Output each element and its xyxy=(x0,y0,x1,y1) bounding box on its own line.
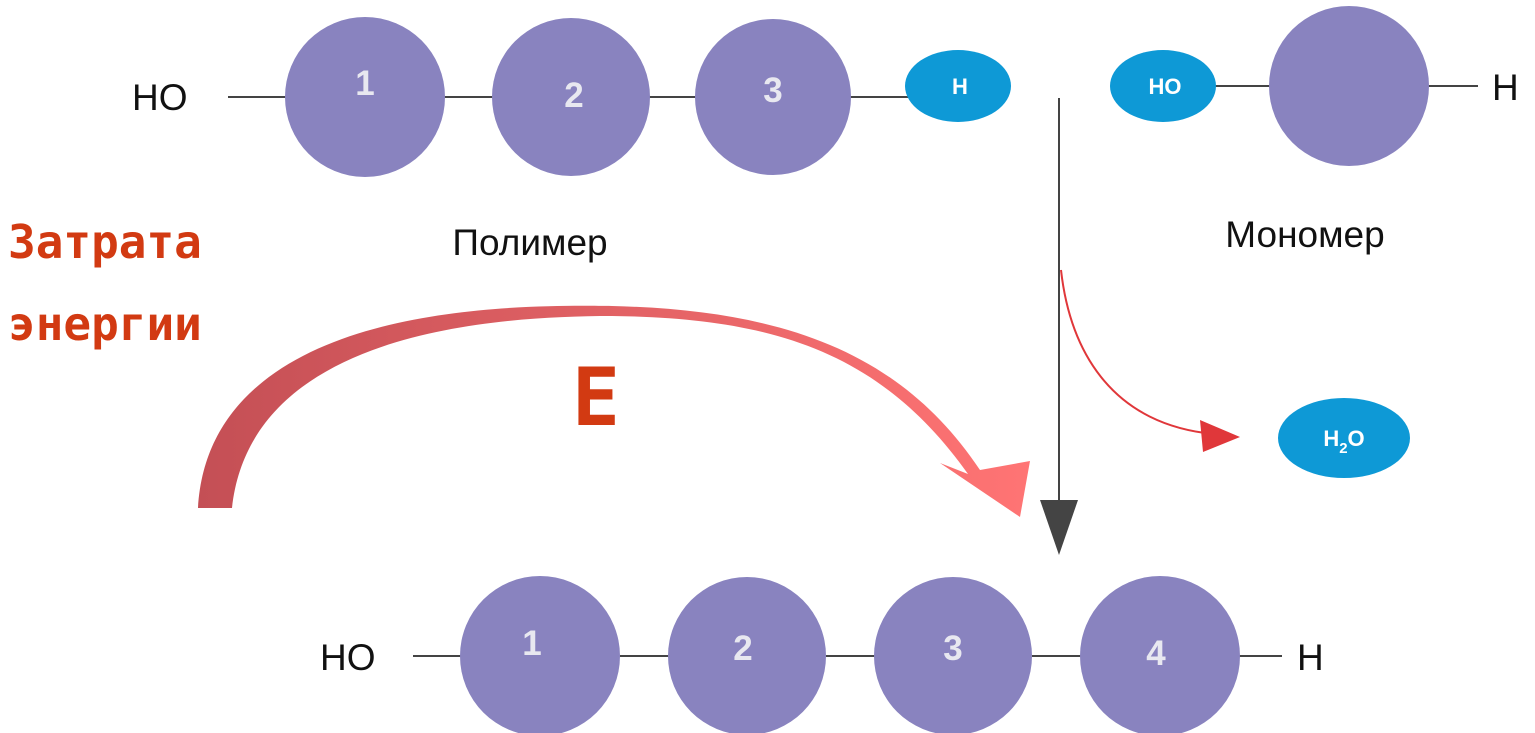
water-o: O xyxy=(1348,426,1365,451)
polymer-label: Полимер xyxy=(452,222,607,263)
monomer-circle xyxy=(460,576,620,733)
energy-title-line1: Затрата xyxy=(8,215,202,269)
water-molecule xyxy=(1278,398,1410,478)
polymer-left-end: HO xyxy=(132,77,188,118)
monomer-circle xyxy=(285,17,445,177)
monomer-number: 4 xyxy=(1146,634,1166,673)
monomer-number: 2 xyxy=(564,76,583,115)
monomer-circle xyxy=(492,18,650,176)
monomer-number: 2 xyxy=(733,629,752,668)
h-group xyxy=(905,50,1011,122)
monomer-circle xyxy=(874,577,1032,733)
water-label: H2O xyxy=(1323,426,1364,457)
free-monomer: HO H xyxy=(1110,6,1519,166)
water-sub: 2 xyxy=(1339,440,1347,457)
h-group-label: H xyxy=(952,74,968,99)
product-right-end: H xyxy=(1297,637,1324,678)
monomer-number: 1 xyxy=(522,624,541,663)
monomer-number: 3 xyxy=(763,71,782,110)
water-arrowhead xyxy=(1200,420,1240,452)
monomer-circle xyxy=(668,577,826,733)
product-chain: HO 1 2 3 4 H xyxy=(320,576,1324,733)
energy-symbol: E xyxy=(572,351,620,444)
water-h: H xyxy=(1323,426,1339,451)
polymer-chain: HO 1 2 3 H xyxy=(132,17,1011,177)
water-arrow-line xyxy=(1060,269,1206,434)
product-left-end: HO xyxy=(320,637,376,678)
monomer-label: Мономер xyxy=(1225,214,1384,255)
monomer-number: 3 xyxy=(943,629,962,668)
reaction-arrowhead xyxy=(1040,500,1078,555)
monomer-circle xyxy=(695,19,851,175)
ho-group xyxy=(1110,50,1216,122)
energy-title-line2: энергии xyxy=(8,297,202,351)
ho-group-label: HO xyxy=(1149,74,1182,99)
monomer-number: 1 xyxy=(355,64,374,103)
monomer-right-end: H xyxy=(1492,67,1519,108)
monomer-circle xyxy=(1080,576,1240,733)
monomer-circle xyxy=(1269,6,1429,166)
